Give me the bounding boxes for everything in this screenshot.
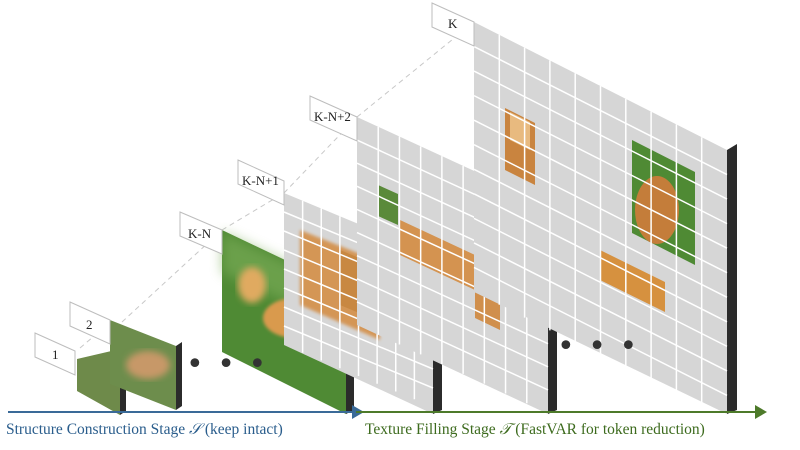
texture-stage-arrow	[356, 411, 756, 413]
grid-line	[356, 301, 549, 391]
panel-side	[176, 342, 182, 410]
grid-line	[473, 70, 728, 200]
grid-line	[473, 94, 728, 225]
scale-tab-k-n: K-N	[179, 211, 223, 255]
scale-label-k-n-plus-2: K-N+2	[314, 109, 351, 124]
texture-stage-prefix: Texture Filling Stage	[365, 421, 496, 438]
texture-stage-symbol: 𝒯	[499, 421, 512, 438]
grid-line	[473, 217, 728, 348]
scale-label-k: K	[448, 16, 458, 31]
scale-tab-2: 2	[69, 301, 111, 345]
texture-stage-suffix: (FastVAR for token reduction)	[515, 421, 705, 438]
scale-tab-k-n-plus-2: K-N+2	[309, 95, 358, 142]
scale-tab-1: 1	[34, 332, 76, 376]
grid-line	[356, 254, 549, 345]
scale-panel-2	[110, 320, 182, 410]
ellipsis-between-scales: • • •	[186, 347, 269, 382]
texture-stage-arrowhead	[755, 405, 767, 419]
grid-line	[283, 306, 434, 370]
scale-tab-k-n-plus-1: K-N+1	[237, 159, 285, 206]
grid-line	[473, 45, 728, 176]
panel-side	[727, 144, 737, 414]
texture-stage-label: Texture Filling Stage 𝒯 (FastVAR for tok…	[365, 421, 705, 439]
scale-label-1: 1	[52, 347, 59, 362]
scale-label-k-n: K-N	[188, 226, 212, 241]
structure-stage-arrow	[8, 411, 354, 413]
grid-line	[473, 144, 728, 274]
blurred-image	[77, 349, 120, 415]
structure-stage-suffix: (keep intact)	[204, 421, 283, 438]
scale-tab-k: K	[431, 2, 475, 47]
grid-line	[473, 168, 728, 298]
ellipsis-after-grid-scales: • • •	[557, 329, 640, 364]
structure-stage-prefix: Structure Construction Stage	[6, 421, 186, 438]
grid-line	[473, 266, 728, 397]
scale-label-tabs: 1 2 K-N K-N+1 K-N+2 K	[34, 2, 475, 376]
scale-panel-k	[473, 22, 737, 414]
structure-stage-label: Structure Construction Stage 𝒮 (keep int…	[6, 421, 283, 439]
grid-line	[283, 325, 434, 389]
grid-line	[356, 278, 549, 368]
structure-stage-symbol: 𝒮	[188, 421, 201, 438]
grid-line	[473, 242, 728, 372]
grid-line	[473, 119, 728, 249]
scale-label-2: 2	[86, 317, 93, 332]
grid-line	[473, 193, 728, 323]
scale-label-k-n-plus-1: K-N+1	[242, 173, 279, 188]
